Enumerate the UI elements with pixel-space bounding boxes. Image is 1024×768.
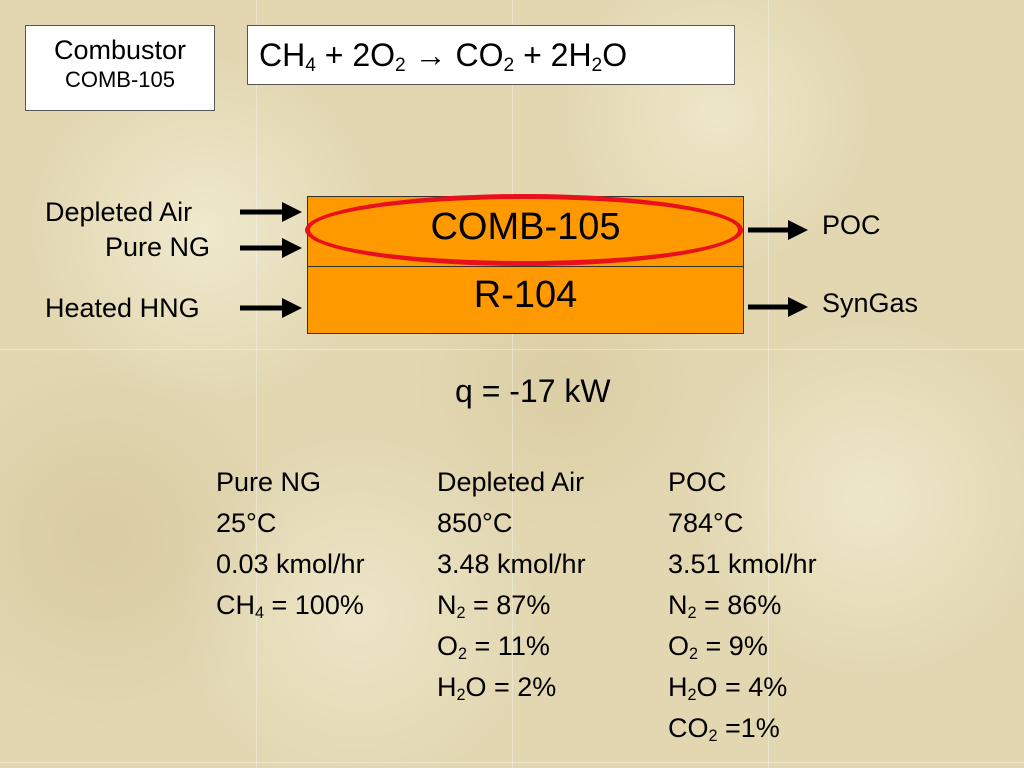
fraction: O = 4% — [696, 672, 788, 702]
species: H — [668, 672, 688, 702]
background-seam — [0, 762, 1024, 763]
stream-label-syngas: SynGas — [822, 288, 919, 318]
species: CH — [216, 590, 255, 620]
reaction-equation: CH4 + 2O2 → CO2 + 2H2O — [247, 25, 735, 85]
species: O — [668, 631, 690, 661]
flow-value: 0.03 kmol/hr — [216, 549, 365, 579]
unit-divider — [308, 266, 743, 267]
background-seam — [0, 349, 1024, 350]
flow-value: 3.48 kmol/hr — [437, 549, 586, 579]
title-line-1: Combustor — [53, 35, 187, 65]
fraction: = 87% — [465, 590, 551, 620]
composition-row: N2 = 86% — [668, 585, 817, 626]
species: O — [437, 631, 459, 661]
fraction: =1% — [717, 713, 780, 743]
composition-row: H2O = 4% — [668, 667, 817, 708]
species: N — [668, 590, 688, 620]
flow-value: 3.51 kmol/hr — [668, 549, 817, 579]
fraction: O = 2% — [465, 672, 557, 702]
species-subscript: 2 — [708, 727, 718, 746]
title-box: Combustor COMB-105 — [25, 25, 215, 111]
species-subscript: 2 — [687, 604, 697, 623]
table-column-pure-ng: Pure NG 25°C 0.03 kmol/hr CH4 = 100% — [216, 462, 365, 626]
reaction-subscript: 2 — [395, 54, 406, 76]
reaction-part: O — [602, 37, 628, 73]
species: CO — [668, 713, 709, 743]
column-header: Pure NG — [216, 467, 322, 497]
species-subscript: 2 — [458, 645, 468, 664]
table-column-depleted-air: Depleted Air 850°C 3.48 kmol/hr N2 = 87%… — [437, 462, 586, 708]
title-line-2: COMB-105 — [64, 67, 176, 92]
composition-row: H2O = 2% — [437, 667, 586, 708]
stream-label-heated-hng: Heated HNG — [45, 293, 200, 323]
species-subscript: 2 — [456, 686, 466, 705]
reaction-part: + 2H — [514, 37, 592, 73]
species-subscript: 4 — [255, 604, 265, 623]
reaction-subscript: 4 — [305, 54, 316, 76]
fraction: = 11% — [467, 631, 550, 661]
background-seam — [768, 0, 769, 768]
fraction: = 86% — [696, 590, 782, 620]
composition-row: N2 = 87% — [437, 585, 586, 626]
background-seam — [256, 0, 257, 768]
composition-row: O2 = 11% — [437, 626, 586, 667]
reaction-subscript: 2 — [503, 54, 515, 76]
stream-label-depleted-air: Depleted Air — [45, 197, 193, 227]
fraction: = 100% — [264, 590, 364, 620]
species: N — [437, 590, 457, 620]
background-seam — [512, 0, 513, 768]
species-subscript: 2 — [456, 604, 466, 623]
composition-row: CH4 = 100% — [216, 585, 365, 626]
fraction: = 9% — [698, 631, 768, 661]
reaction-part: → CO — [405, 37, 504, 73]
reaction-part: CH — [259, 37, 306, 73]
reaction-part: + 2O — [315, 37, 396, 73]
species-subscript: 2 — [687, 686, 697, 705]
table-column-poc: POC 784°C 3.51 kmol/hr N2 = 86% O2 = 9% … — [668, 462, 817, 749]
unit-label-reformer: R-104 — [473, 274, 578, 316]
stream-label-poc: POC — [822, 210, 881, 240]
composition-row: O2 = 9% — [668, 626, 817, 667]
temperature-value: 25°C — [216, 508, 277, 538]
highlight-ellipse — [305, 194, 743, 266]
reaction-subscript: 2 — [591, 54, 603, 76]
stream-label-pure-ng: Pure NG — [105, 232, 211, 262]
species: H — [437, 672, 457, 702]
species-subscript: 2 — [689, 645, 699, 664]
heat-duty: q = -17 kW — [455, 373, 611, 409]
composition-row: CO2 =1% — [668, 708, 817, 749]
temperature-value: 784°C — [668, 508, 744, 538]
temperature-value: 850°C — [437, 508, 513, 538]
column-header: Depleted Air — [437, 467, 585, 497]
column-header: POC — [668, 467, 727, 497]
